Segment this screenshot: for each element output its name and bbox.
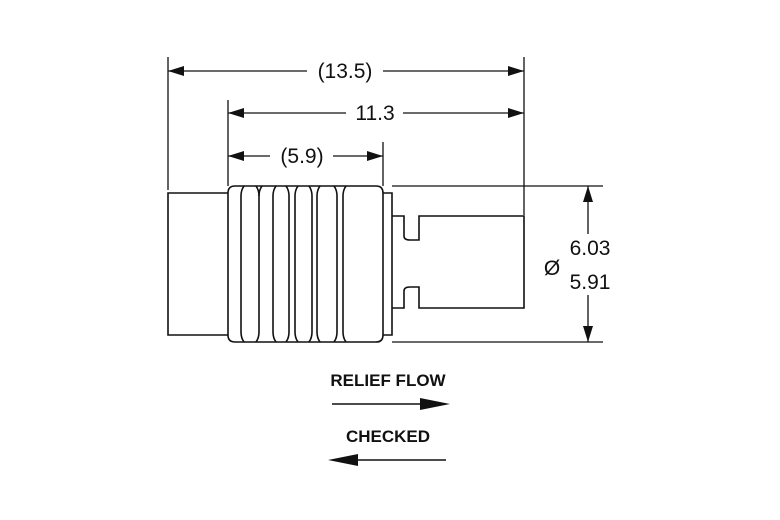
diameter-max-label: 6.03	[570, 237, 611, 260]
body-length-dimension: 11.3	[228, 102, 524, 125]
threaded-body	[227, 185, 384, 343]
overall-length-label: (13.5)	[318, 60, 373, 83]
relief-flow-indicator: RELIEF FLOW	[330, 371, 450, 410]
checked-indicator: CHECKED	[328, 427, 446, 466]
valve-part	[167, 185, 525, 343]
relief-flow-label: RELIEF FLOW	[330, 371, 446, 390]
checked-label: CHECKED	[346, 427, 430, 446]
thread-length-label: (5.9)	[280, 145, 323, 168]
overall-length-dimension: (13.5)	[168, 60, 524, 83]
diameter-min-label: 5.91	[570, 271, 611, 294]
diameter-dimension: Ø 6.03 5.91	[544, 186, 611, 342]
shoulder	[383, 192, 393, 336]
body-length-label: 11.3	[355, 102, 394, 125]
thread-grooves	[240, 185, 347, 343]
extension-lines	[167, 57, 603, 343]
inlet-cylinder	[167, 192, 228, 336]
thread-length-dimension: (5.9)	[228, 145, 383, 168]
checked-arrow-head	[328, 454, 358, 466]
outlet-stem	[392, 215, 525, 309]
diameter-symbol: Ø	[544, 257, 560, 280]
relief-flow-arrow-head	[420, 398, 450, 410]
